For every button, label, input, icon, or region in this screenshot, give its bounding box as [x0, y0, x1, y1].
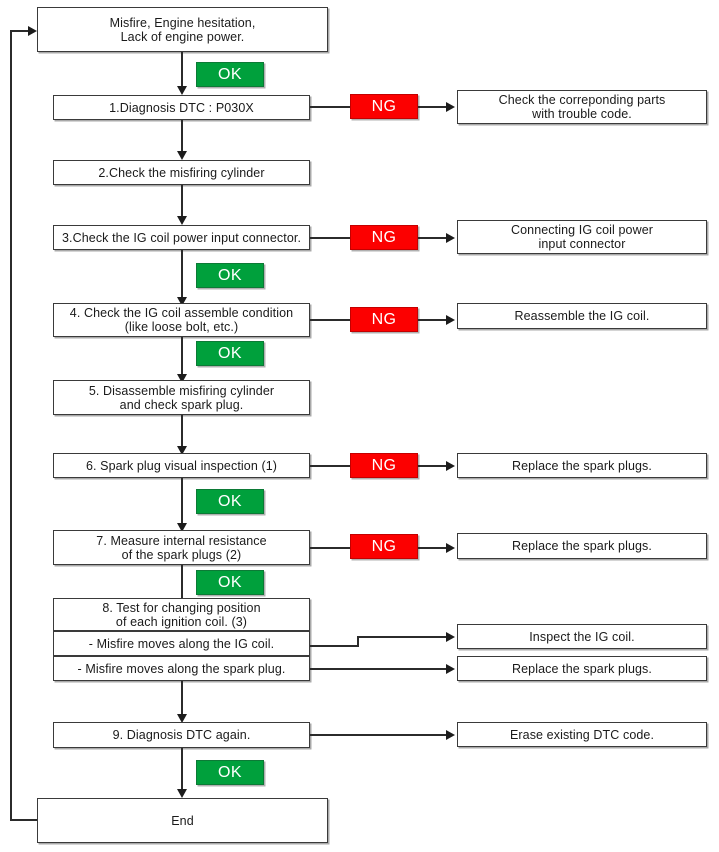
- connector-step2-to-step3: [181, 185, 183, 223]
- end-box: End: [37, 798, 328, 843]
- connector-ng7-to-outcome7: [418, 547, 450, 549]
- connector-step9-to-outcome9: [310, 734, 450, 736]
- connector-start-to-step1: [181, 52, 183, 88]
- step-9-box: 9. Diagnosis DTC again.: [53, 722, 310, 748]
- step-3-box: 3.Check the IG coil power input connecto…: [53, 225, 310, 250]
- outcome-8a-box: Inspect the IG coil.: [457, 624, 707, 649]
- ng-tag-4: NG: [350, 307, 418, 332]
- step-8a-box: - Misfire moves along the IG coil.: [53, 631, 310, 656]
- start-box: Misfire, Engine hesitation, Lack of engi…: [37, 7, 328, 52]
- arrow-ng7-icon: [446, 543, 455, 553]
- outcome-9-box: Erase existing DTC code.: [457, 722, 707, 747]
- arrow-step9-icon: [446, 730, 455, 740]
- ng-tag-6: NG: [350, 453, 418, 478]
- outcome-1-box: Check the correponding parts with troubl…: [457, 90, 707, 124]
- arrow-step6-to-step7-icon: [177, 523, 187, 532]
- outcome-6-box: Replace the spark plugs.: [457, 453, 707, 478]
- connector-ng3-to-outcome3: [418, 237, 450, 239]
- connector-ng4-to-outcome4: [418, 319, 450, 321]
- arrow-ng3-icon: [446, 233, 455, 243]
- ng-tag-7: NG: [350, 534, 418, 559]
- feedback-loop-top: [10, 30, 30, 32]
- outcome-7-box: Replace the spark plugs.: [457, 533, 707, 559]
- feedback-loop-arrow-icon: [28, 26, 37, 36]
- arrow-step9-to-end-icon: [177, 789, 187, 798]
- step-5-box: 5. Disassemble misfiring cylinder and ch…: [53, 380, 310, 415]
- connector-step8a-jog: [357, 636, 359, 647]
- arrow-ng6-icon: [446, 461, 455, 471]
- connector-step3-to-step4: [181, 250, 183, 300]
- connector-ng1-to-outcome1: [418, 106, 450, 108]
- arrow-step8a-icon: [446, 632, 455, 642]
- ng-tag-3: NG: [350, 225, 418, 250]
- arrow-step2-to-step3-icon: [177, 216, 187, 225]
- connector-step8a-seg1: [310, 645, 359, 647]
- ok-tag-9: OK: [196, 760, 264, 785]
- outcome-4-box: Reassemble the IG coil.: [457, 303, 707, 329]
- arrow-ng1-icon: [446, 102, 455, 112]
- arrow-step1-to-step2-icon: [177, 151, 187, 160]
- connector-step5-to-step6: [181, 415, 183, 453]
- connector-step9-to-end: [181, 748, 183, 793]
- arrow-step5-to-step6-icon: [177, 446, 187, 455]
- ok-tag-6: OK: [196, 489, 264, 514]
- connector-step7-to-step8: [181, 565, 183, 598]
- ok-tag-start: OK: [196, 62, 264, 87]
- connector-step8a-seg2: [357, 636, 450, 638]
- step-2-box: 2.Check the misfiring cylinder: [53, 160, 310, 185]
- connector-step6-to-ng6: [310, 465, 350, 467]
- arrow-step4-to-step5-icon: [177, 374, 187, 383]
- connector-step4-to-ng4: [310, 319, 350, 321]
- arrow-step3-to-step4-icon: [177, 297, 187, 306]
- connector-step7-to-ng7: [310, 547, 350, 549]
- connector-step4-to-step5: [181, 337, 183, 377]
- step-8-box: 8. Test for changing position of each ig…: [53, 598, 310, 631]
- arrow-start-to-step1-icon: [177, 86, 187, 95]
- connector-step1-to-step2: [181, 120, 183, 153]
- connector-step3-to-ng3: [310, 237, 350, 239]
- ok-tag-7: OK: [196, 570, 264, 595]
- feedback-loop-bottom: [10, 819, 40, 821]
- feedback-loop-vertical: [10, 30, 12, 821]
- step-4-box: 4. Check the IG coil assemble condition …: [53, 303, 310, 337]
- connector-step8b: [310, 668, 450, 670]
- step-1-box: 1.Diagnosis DTC : P030X: [53, 95, 310, 120]
- outcome-8b-box: Replace the spark plugs.: [457, 656, 707, 681]
- connector-step6-to-step7: [181, 478, 183, 526]
- connector-step1-to-ng1: [310, 106, 350, 108]
- step-6-box: 6. Spark plug visual inspection (1): [53, 453, 310, 478]
- outcome-3-box: Connecting IG coil power input connector: [457, 220, 707, 254]
- step-8b-box: - Misfire moves along the spark plug.: [53, 656, 310, 681]
- ok-tag-3: OK: [196, 263, 264, 288]
- connector-ng6-to-outcome6: [418, 465, 450, 467]
- step-7-box: 7. Measure internal resistance of the sp…: [53, 530, 310, 565]
- arrow-ng4-icon: [446, 315, 455, 325]
- arrow-step8b-icon: [446, 664, 455, 674]
- connector-step8-to-step9: [181, 681, 183, 719]
- ng-tag-1: NG: [350, 94, 418, 119]
- arrow-step8-to-step9-icon: [177, 714, 187, 723]
- ok-tag-4: OK: [196, 341, 264, 366]
